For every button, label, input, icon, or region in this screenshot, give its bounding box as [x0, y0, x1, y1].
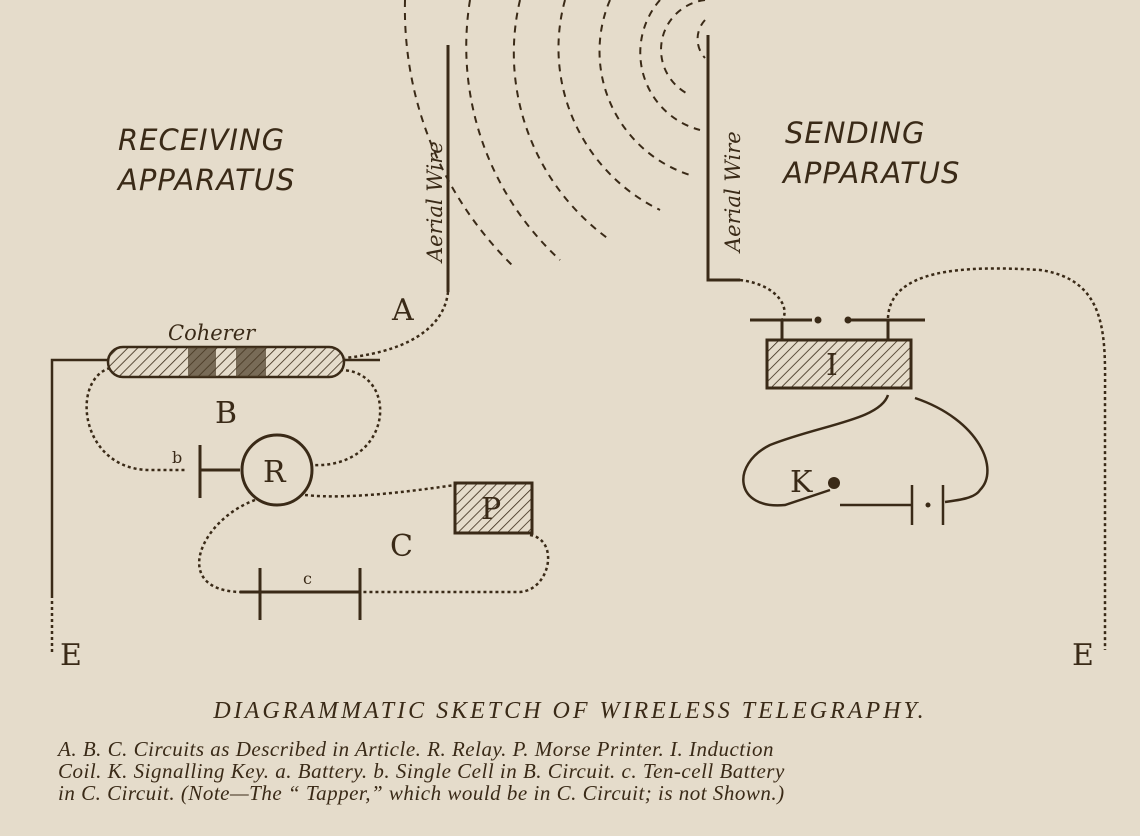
label-E-right: E — [1072, 638, 1094, 673]
label-A: A — [391, 293, 414, 328]
sending-heading-line1: SENDING — [785, 116, 925, 150]
morse-printer: P — [453, 481, 534, 535]
coherer-label: Coherer — [168, 321, 257, 345]
caption-line-3: in C. Circuit. (Note—The “ Tapper,” whic… — [58, 781, 785, 805]
sending-heading-line2: APPARATUS — [781, 156, 960, 190]
radio-waves — [403, 0, 706, 269]
label-c: c — [303, 569, 312, 588]
sending-circuit — [739, 267, 1107, 650]
induction-coil: I — [765, 338, 913, 390]
printer-label: P — [481, 492, 501, 527]
relay: R — [240, 433, 314, 507]
label-E-left: E — [60, 638, 82, 673]
aerial-wire-label-left: Aerial Wire — [423, 141, 447, 264]
caption-line-2: Coil. K. Signalling Key. a. Battery. b. … — [58, 759, 785, 783]
coil-label: I — [826, 348, 838, 383]
caption-title: DIAGRAMMATIC SKETCH OF WIRELESS TELEGRAP… — [213, 698, 927, 724]
caption-body: A. B. C. Circuits as Described in Articl… — [58, 738, 1108, 804]
label-b: b — [172, 448, 182, 467]
sending-aerial: Aerial Wire — [706, 35, 745, 282]
receiving-heading-line1: RECEIVING — [118, 123, 285, 157]
coherer — [106, 345, 346, 379]
relay-label: R — [263, 455, 287, 490]
receiving-heading-line2: APPARATUS — [116, 163, 295, 197]
label-C: C — [390, 529, 413, 564]
key-label: K — [790, 465, 813, 500]
signalling-key: K — [790, 465, 840, 500]
label-B: B — [215, 396, 237, 431]
caption-line-1: A. B. C. Circuits as Described in Articl… — [58, 737, 774, 761]
receiving-aerial: Aerial Wire — [423, 45, 450, 292]
aerial-wire-label-right: Aerial Wire — [721, 131, 745, 254]
